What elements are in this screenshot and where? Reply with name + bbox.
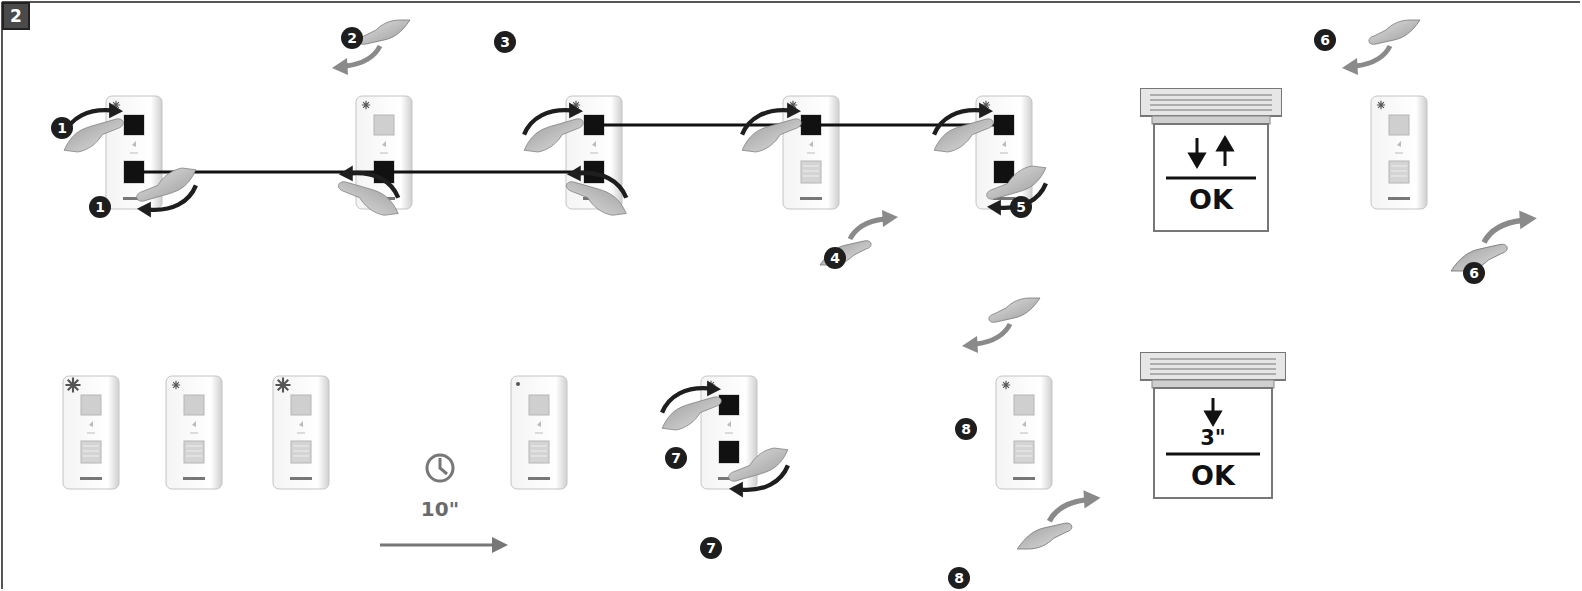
step-number: 2	[10, 8, 22, 25]
duration-text: OK	[1140, 462, 1286, 489]
callout-number: 8	[955, 418, 977, 440]
duration-text: 3"	[1140, 428, 1286, 449]
callout-number: 1	[51, 117, 73, 139]
shutter-box: 3" OK	[1140, 352, 1286, 500]
callout-number: 5	[1010, 196, 1032, 218]
callout-number: 7	[700, 537, 722, 559]
callout-number: 3	[494, 31, 516, 53]
duration-text: OK	[1140, 186, 1282, 213]
callout-number: 4	[824, 247, 846, 269]
step-badge: 2	[2, 2, 30, 30]
shutter-box: OK	[1140, 88, 1282, 233]
callout-number: 7	[665, 447, 687, 469]
callout-number: 6	[1314, 29, 1336, 51]
time-label: 10"	[421, 497, 459, 521]
callout-number: 8	[948, 567, 970, 589]
callout-number: 2	[341, 27, 363, 49]
callout-number: 1	[89, 196, 111, 218]
callout-number: 6	[1463, 262, 1485, 284]
